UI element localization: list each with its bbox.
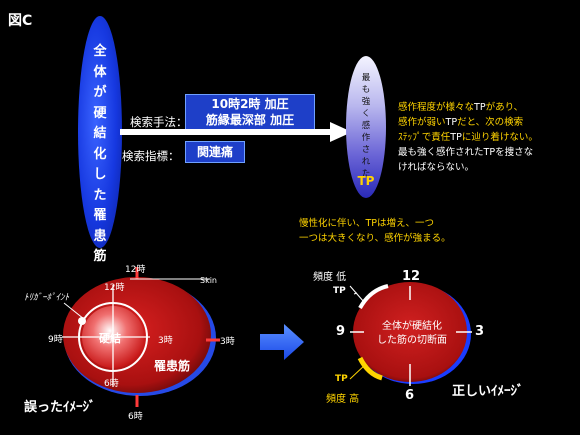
affected-muscle-ellipse: 全体が硬結化した罹患筋 bbox=[78, 16, 122, 264]
correct-image-caption: 正しいｲﾒｰｼﾞ bbox=[452, 384, 524, 399]
search-method-label: 検索手法： bbox=[130, 115, 188, 129]
correct-image-diagram bbox=[349, 282, 472, 386]
trigger-point-label: ﾄﾘｶﾞｰﾎﾟｲﾝﾄ bbox=[24, 293, 70, 303]
wrong-image-diagram bbox=[62, 267, 220, 407]
note-segment: 感作が弱い bbox=[398, 117, 446, 128]
note-segment: ければならない。 bbox=[398, 162, 475, 173]
search-index-box: 関連痛 bbox=[185, 141, 245, 163]
clock-3: 3 bbox=[475, 324, 485, 339]
note-line: 最も強く感作されたTPを捜さな bbox=[398, 145, 578, 160]
search-method-line-2: 筋縁最深部 加圧 bbox=[205, 113, 295, 127]
tp-top-label: TP bbox=[333, 286, 346, 296]
clock-6-outer: 6時 bbox=[128, 412, 143, 422]
tp-rim-bottom bbox=[357, 356, 383, 381]
clock-6: 6 bbox=[405, 388, 415, 403]
strongest-tp-label: TP bbox=[357, 174, 375, 188]
note-segment: を捜さな bbox=[495, 147, 534, 158]
wrong-image-caption: 誤ったｲﾒｰｼﾞ bbox=[24, 400, 96, 415]
note-line: ければならない。 bbox=[398, 160, 578, 175]
muscle-label: 罹患筋 bbox=[154, 359, 191, 373]
search-index-label: 検索指標： bbox=[122, 149, 180, 163]
chronic-line-1: 慢性化に伴い、TPは増え、一つ bbox=[299, 218, 435, 229]
clock-12: 12 bbox=[402, 269, 421, 284]
note-line: 感作程度が様々なTPがあり、 bbox=[398, 100, 578, 115]
clock-3-inner: 3時 bbox=[158, 336, 173, 346]
trigger-point-dot bbox=[78, 317, 86, 325]
note-segment: があり、 bbox=[485, 102, 524, 113]
sensitization-note: 感作程度が様々なTPがあり、感作が弱いTPだと、次の検索ｽﾃｯﾌﾟで責任TPに辿… bbox=[398, 100, 578, 175]
note-segment: に辿り着けない。 bbox=[461, 132, 538, 143]
main-arrow bbox=[120, 122, 352, 142]
figure-label: 図C bbox=[8, 13, 33, 29]
section-body bbox=[353, 282, 467, 382]
transition-arrow bbox=[260, 324, 304, 360]
note-segment: 最も強く感作された bbox=[398, 147, 484, 158]
note-segment: TP bbox=[450, 132, 462, 143]
section-center-text: 全体が硬結化 した筋の切断面 bbox=[362, 320, 462, 348]
chronic-line-2: 一つは大きくなり、感作が強まる。 bbox=[299, 233, 451, 244]
note-segment: TP bbox=[483, 147, 496, 158]
clock-9: 9 bbox=[336, 324, 346, 339]
note-line: ｽﾃｯﾌﾟで責任TPに辿り着けない。 bbox=[398, 130, 578, 145]
core-label: 硬結 bbox=[99, 332, 121, 345]
skin-label: Skin bbox=[200, 276, 218, 285]
frequency-low: 頻度 低 bbox=[313, 272, 347, 283]
chronic-note: 慢性化に伴い、TPは増え、一つ 一つは大きくなり、感作が強まる。 bbox=[299, 216, 451, 246]
tp-bottom-label: TP bbox=[335, 374, 348, 384]
strongest-tp-text: 最も強く感作された bbox=[361, 73, 371, 179]
strongest-tp-ellipse: 最も強く感作された TP bbox=[346, 56, 386, 198]
clock-12-outer: 12時 bbox=[125, 265, 146, 275]
note-line: 感作が弱いTPだと、次の検索 bbox=[398, 115, 578, 130]
note-segment: ｽﾃｯﾌﾟで責任 bbox=[398, 132, 451, 143]
clock-3-outer: 3時 bbox=[220, 337, 235, 347]
search-method-line-1: 10時2時 加圧 bbox=[211, 97, 289, 111]
clock-12-inner: 12時 bbox=[104, 283, 125, 293]
frequency-high: 頻度 高 bbox=[326, 394, 360, 405]
clock-9-label: 9時 bbox=[48, 335, 63, 345]
tp-rim-top bbox=[358, 284, 389, 310]
note-segment: TP bbox=[445, 117, 458, 128]
note-segment: だと、次の検索 bbox=[457, 117, 524, 128]
note-segment: 感作程度が様々な bbox=[398, 102, 475, 113]
section-center-line-2: した筋の切断面 bbox=[377, 335, 447, 346]
section-center-line-1: 全体が硬結化 bbox=[382, 321, 442, 332]
affected-muscle-label: 全体が硬結化した罹患筋 bbox=[93, 44, 107, 264]
note-segment: TP bbox=[474, 102, 486, 113]
clock-6-inner: 6時 bbox=[104, 379, 119, 389]
